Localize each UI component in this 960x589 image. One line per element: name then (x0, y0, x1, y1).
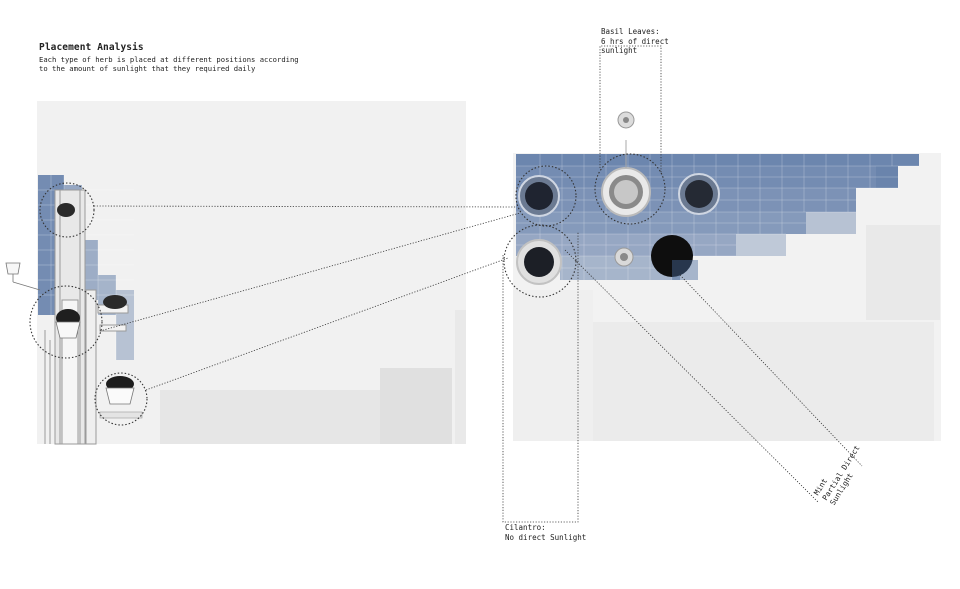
elevation-ground-block (160, 390, 380, 444)
plan-pots (516, 111, 720, 285)
elevation-pots (55, 203, 143, 419)
mint-highlight-elevation (94, 372, 148, 426)
elevation-right-block (380, 368, 452, 444)
top-left-highlight-plan (515, 165, 577, 227)
plan-block-floor (592, 322, 934, 441)
basil-label: Basil Leaves: 6 hrs of direct sunlight (601, 27, 669, 55)
basil-pot-elevation (57, 203, 75, 217)
cilantro-highlight-plan (503, 224, 577, 298)
mint-pot-plan (651, 235, 693, 277)
page-subtitle: Each type of herb is placed at different… (39, 55, 299, 73)
plan-block-right (866, 225, 940, 320)
page-title: Placement Analysis (39, 42, 144, 53)
elevation-view (5, 101, 466, 445)
pot-top-left (525, 182, 553, 210)
leader-lines (93, 45, 863, 523)
basil-highlight-plan (594, 153, 666, 225)
wall-lamp (5, 262, 41, 291)
cilantro-pot-plan (524, 247, 554, 277)
plan-view (503, 111, 941, 441)
basil-highlight-elevation (39, 182, 95, 238)
cilantro-label: Cilantro: No direct Sunlight (505, 523, 587, 542)
elevation-wall-edge (455, 310, 466, 444)
cilantro-highlight-elevation (29, 285, 103, 359)
